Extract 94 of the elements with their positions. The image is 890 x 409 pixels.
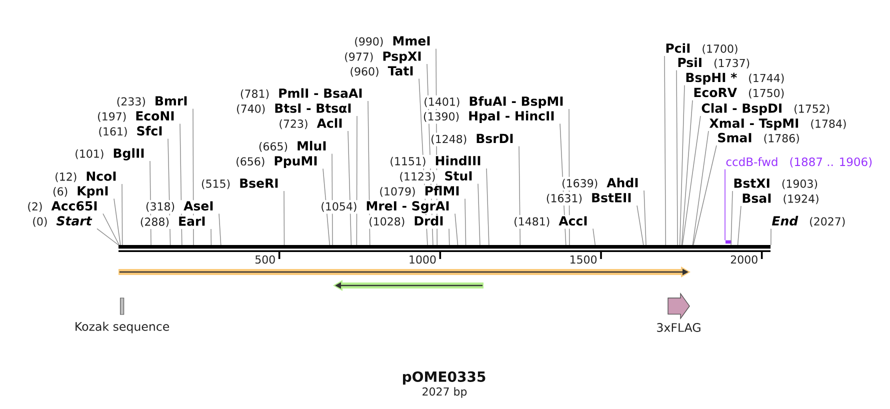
leader-line bbox=[356, 116, 358, 246]
leader-line bbox=[454, 213, 458, 246]
leader-line bbox=[644, 190, 646, 246]
leader-line bbox=[218, 213, 222, 246]
leader-line bbox=[681, 100, 693, 246]
primer-bar bbox=[725, 240, 732, 244]
leader-line bbox=[332, 153, 333, 246]
leader-line bbox=[664, 56, 666, 246]
cut-site-label: (1151) HindIII bbox=[390, 156, 480, 167]
cut-site-label: (1639) AhdI bbox=[562, 178, 638, 189]
cut-site-label: SmaI (1786) bbox=[718, 132, 799, 144]
sequence-end-label: (0) Start bbox=[33, 216, 92, 227]
leader-line bbox=[210, 228, 212, 246]
cut-site-label: BstXI (1903) bbox=[734, 178, 818, 190]
cut-site-label: (197) EcoNI bbox=[98, 111, 174, 122]
cut-site-label: PsiI (1737) bbox=[678, 58, 750, 68]
leader-line bbox=[679, 84, 685, 246]
primer-label: ccdB-fwd (1887 .. 1906) bbox=[726, 157, 872, 168]
feature-band bbox=[333, 280, 484, 291]
leader-line bbox=[284, 190, 285, 246]
map-title: pOME0335 bbox=[403, 371, 486, 385]
leader-line bbox=[636, 205, 644, 246]
leader-line bbox=[724, 168, 726, 241]
cut-site-label: BspHI * (1744) bbox=[686, 72, 784, 85]
cut-site-label: (161) SfcI bbox=[99, 126, 162, 137]
leader-line bbox=[348, 130, 352, 246]
leader-line bbox=[102, 213, 120, 246]
leader-line bbox=[592, 228, 596, 246]
leader-line bbox=[436, 48, 438, 246]
cut-site-label: (1248) BsrDI bbox=[432, 134, 513, 144]
cut-site-label: (1028) DrdI bbox=[370, 216, 443, 227]
leader-line bbox=[737, 206, 742, 246]
cut-site-label: (977) PspXI bbox=[345, 52, 421, 64]
leader-line bbox=[692, 145, 717, 246]
cut-site-label: (656) PpuMI bbox=[236, 156, 317, 168]
cut-site-label: (1054) MreI - SgrAI bbox=[322, 201, 449, 214]
ruler-label: 2000 bbox=[730, 255, 758, 264]
cut-site-label: PciI (1700) bbox=[666, 43, 738, 54]
leader-line bbox=[730, 190, 733, 246]
cut-site-label: (288) EarI bbox=[140, 216, 205, 228]
cut-site-label: ClaI - BspDI (1752) bbox=[702, 103, 830, 116]
leader-line bbox=[568, 108, 570, 246]
cut-site-label: (1481) AccI bbox=[514, 216, 587, 227]
cut-site-label: XmaI - TspMI (1784) bbox=[709, 118, 846, 130]
cut-site-label: (665) MluI bbox=[259, 140, 326, 152]
sequence-length: 2027 bp bbox=[422, 387, 467, 398]
leader-line bbox=[418, 78, 428, 246]
cut-site-label: (990) MmeI bbox=[355, 36, 430, 47]
leader-line bbox=[692, 130, 709, 246]
cut-site-label: (1631) BstEII bbox=[546, 193, 631, 204]
cut-site-label: (1390) HpaI - HincII bbox=[424, 110, 554, 123]
cut-site-label: (6) KpnI bbox=[53, 186, 108, 198]
leader-line bbox=[486, 168, 490, 246]
ruler-label: 500 bbox=[255, 255, 275, 264]
leader-line bbox=[96, 228, 119, 246]
cut-site-label: (723) AclI bbox=[280, 118, 342, 130]
ruler-label: 1000 bbox=[410, 255, 436, 264]
leader-line bbox=[168, 138, 171, 246]
cut-site-label: (515) BseRI bbox=[202, 178, 278, 190]
dna-backbone bbox=[118, 245, 771, 252]
leader-line bbox=[322, 168, 330, 246]
leader-line bbox=[478, 183, 480, 246]
cut-site-label: (101) BglII bbox=[76, 148, 144, 160]
leader-line bbox=[448, 228, 450, 246]
cut-site-label: BsaI (1924) bbox=[742, 194, 818, 204]
cut-site-label: (781) PmlI - BsaAI bbox=[240, 88, 362, 100]
leader-line bbox=[464, 198, 466, 246]
sequence-end-label: End (2027) bbox=[772, 216, 845, 227]
cut-site-label: (1123) StuI bbox=[400, 171, 472, 182]
cut-site-label: (960) TatI bbox=[350, 66, 413, 77]
leader-line bbox=[518, 146, 521, 246]
leader-line bbox=[426, 64, 434, 246]
feature-band bbox=[118, 266, 691, 278]
cut-site-label: (2) Acc65I bbox=[28, 201, 97, 212]
leader-line bbox=[770, 228, 772, 246]
cut-site-label: (740) BtsI - BtsαI bbox=[237, 104, 351, 114]
leader-line bbox=[180, 123, 182, 246]
leader-line bbox=[682, 116, 701, 246]
leader-line bbox=[122, 184, 123, 246]
cut-site-label: EcoRV (1750) bbox=[694, 88, 784, 98]
ruler-label: 1500 bbox=[570, 255, 597, 264]
cut-site-label: (318) AseI bbox=[146, 201, 213, 212]
leader-line bbox=[676, 70, 678, 246]
leader-line bbox=[114, 198, 121, 246]
cut-site-label: (233) BmrI bbox=[117, 96, 187, 107]
cut-site-label: (1079) PflMI bbox=[380, 186, 459, 197]
cut-site-label: (1401) BfuAI - BspMI bbox=[424, 96, 563, 108]
leader-line bbox=[150, 160, 152, 246]
feature-label: 3xFLAG bbox=[657, 323, 700, 332]
feature-label: Kozak sequence bbox=[76, 322, 170, 334]
leader-line bbox=[560, 123, 566, 246]
leader-line bbox=[368, 100, 370, 246]
leader-line bbox=[192, 108, 194, 246]
cut-site-label: (12) NcoI bbox=[56, 172, 116, 182]
